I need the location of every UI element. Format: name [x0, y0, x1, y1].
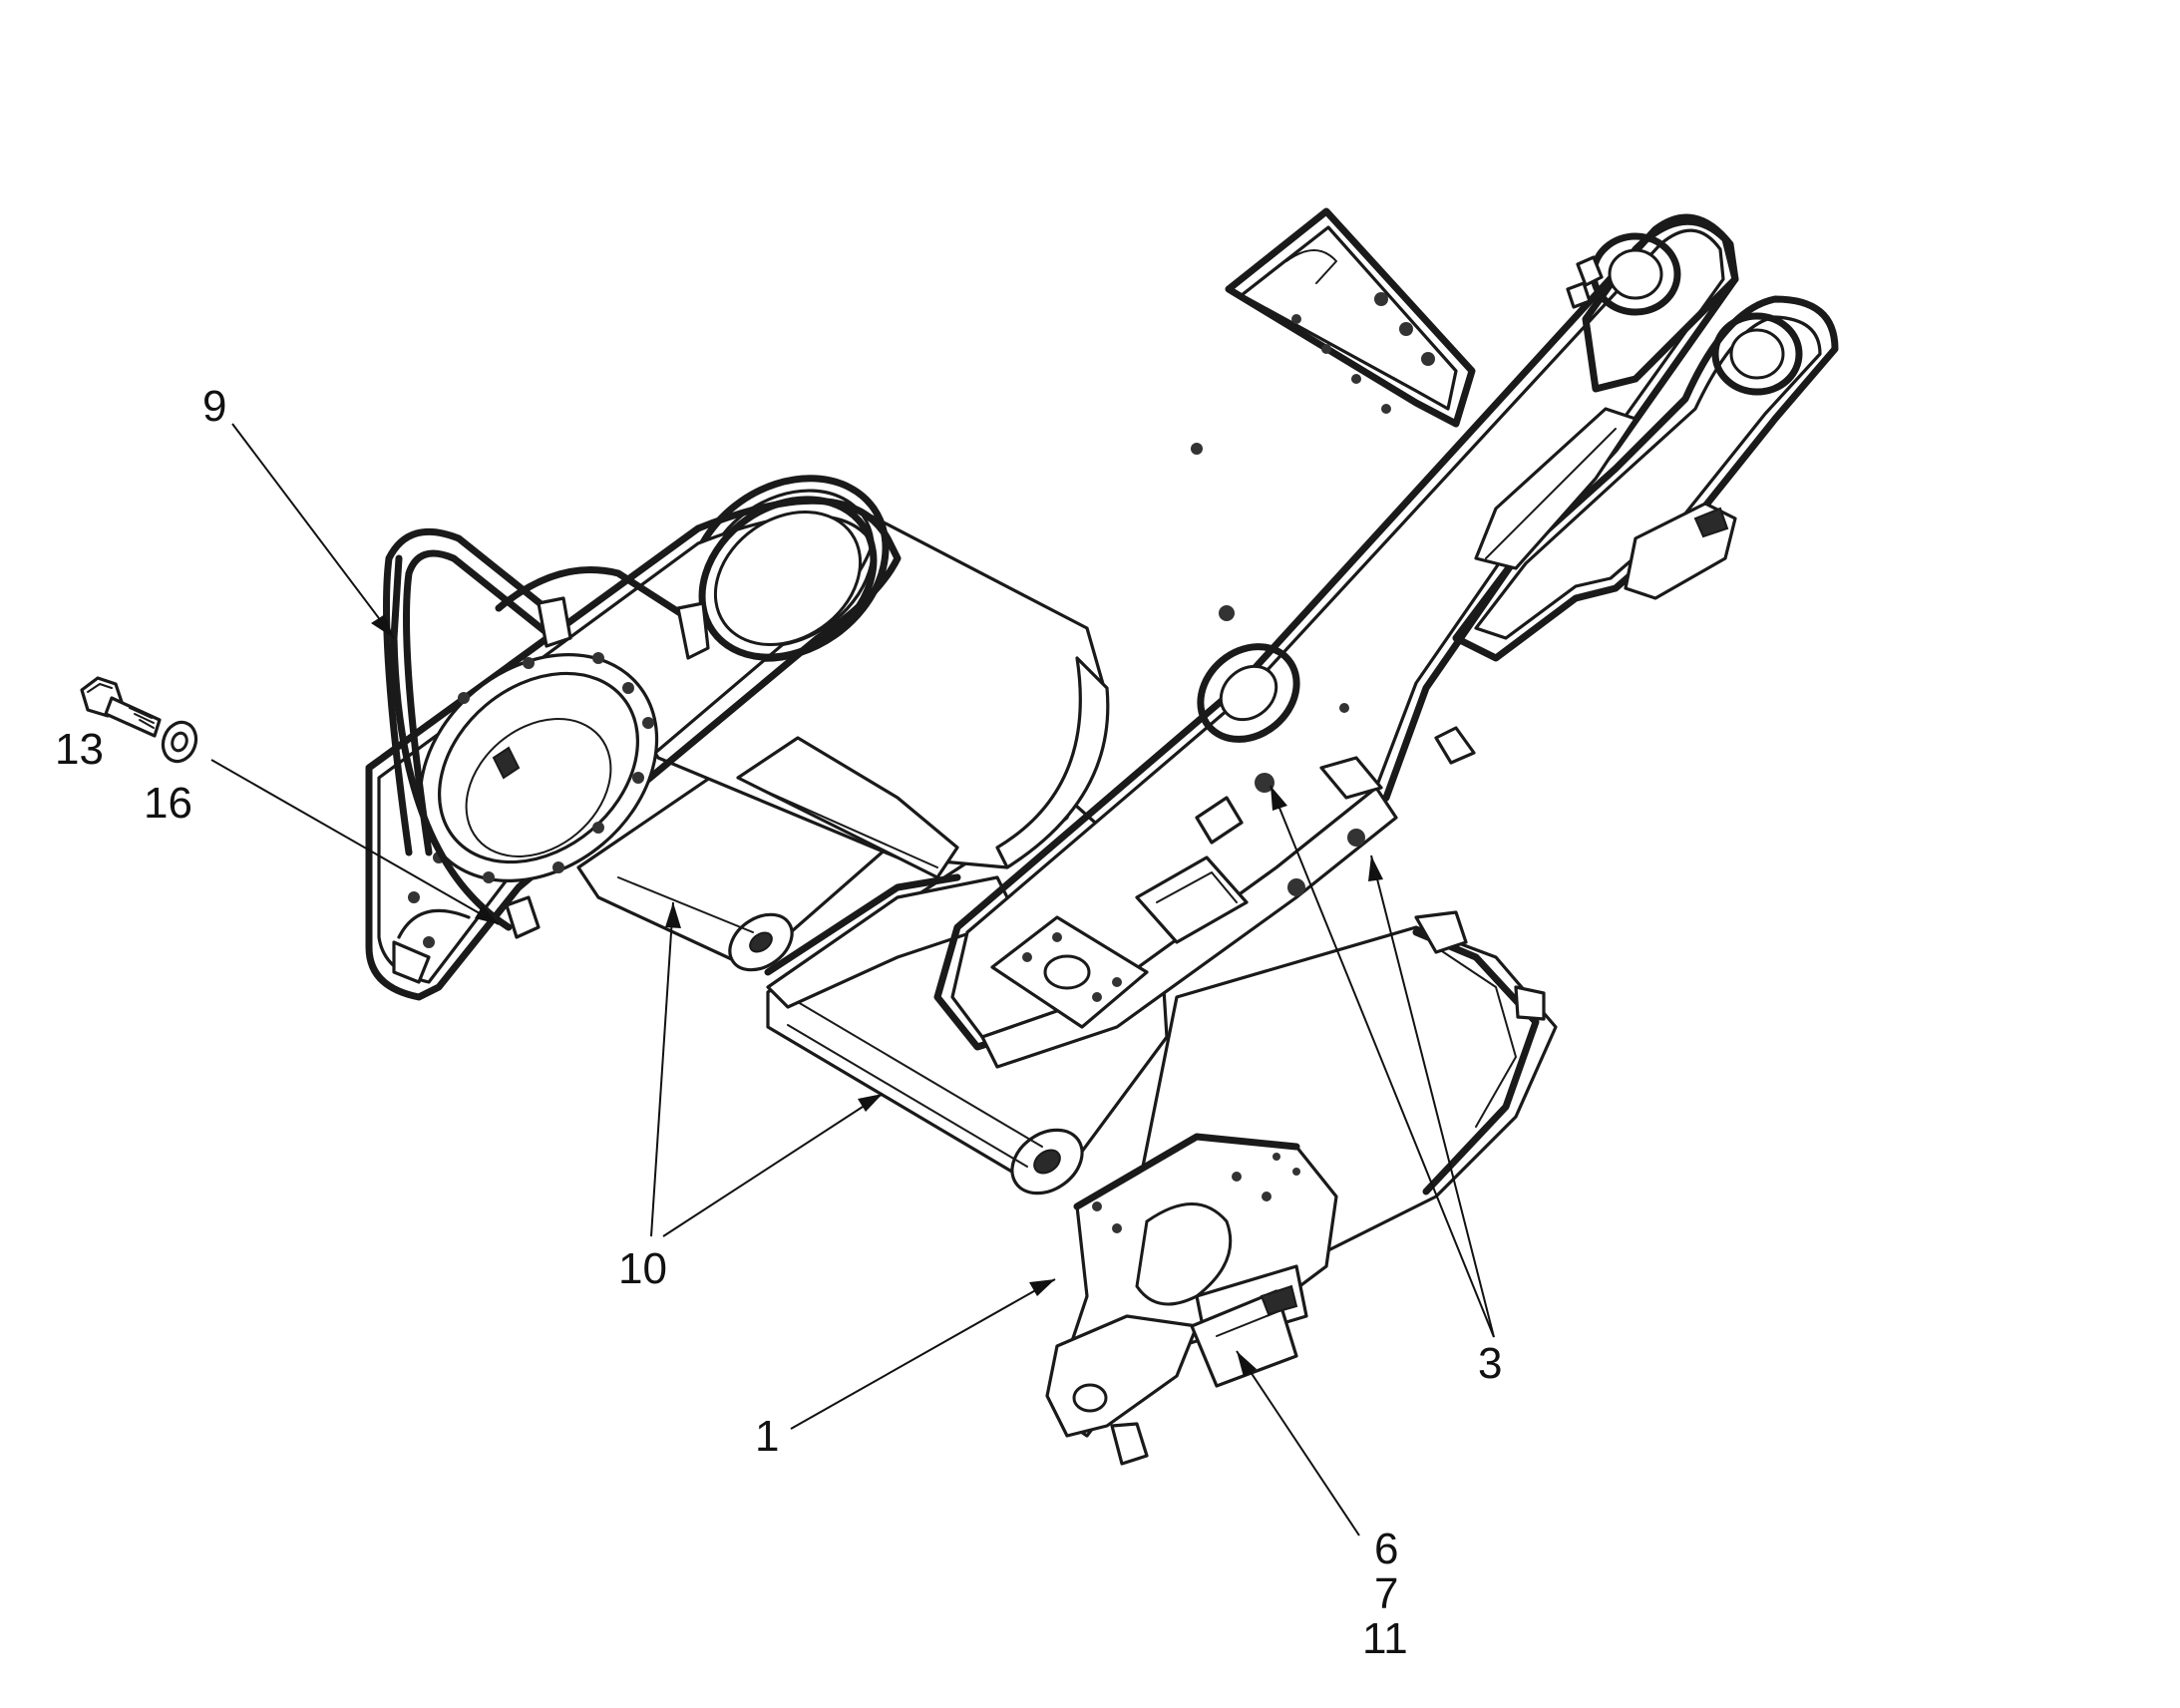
- leader-lines: [210, 423, 1495, 1537]
- arrowhead-3-b: [1368, 855, 1383, 881]
- front-mounting-plate: [365, 496, 902, 1001]
- leader-10-a: [650, 901, 674, 1237]
- callout-3: 3: [1478, 1339, 1502, 1388]
- callout-13: 13: [55, 725, 104, 774]
- leader-10-b: [662, 1093, 884, 1237]
- callout-16: 16: [144, 779, 192, 828]
- washer: [161, 720, 198, 764]
- main-frame-arm: [933, 213, 1739, 1069]
- grab-handle: [383, 527, 710, 939]
- arrowhead-16: [475, 905, 499, 924]
- bolt-hardware: [80, 676, 162, 738]
- leader-6-7-11: [1236, 1350, 1360, 1537]
- arrowhead-3-a: [1271, 786, 1287, 811]
- leader-9: [231, 423, 395, 639]
- arrowhead-10-a: [665, 902, 681, 928]
- arrowhead-10-b: [858, 1094, 883, 1112]
- lower-bracket: [1190, 1284, 1298, 1388]
- callout-10: 10: [618, 1244, 667, 1293]
- arrowhead-1: [1029, 1279, 1055, 1296]
- callout-1: 1: [755, 1412, 779, 1461]
- leader-3-b: [1370, 854, 1495, 1338]
- fork-arms: [1452, 217, 1839, 662]
- lower-front-plate: [1045, 1133, 1338, 1466]
- leader-16: [210, 759, 500, 925]
- rear-upper-bracket: [1225, 207, 1476, 428]
- leader-1: [790, 1278, 1056, 1430]
- arrowhead-9: [371, 614, 394, 638]
- frame-assembly-drawing: [365, 207, 1839, 1466]
- callout-labels: 9 13 16 10 1 3 6 7 11: [55, 382, 1502, 1663]
- arrowhead-6-7-11: [1237, 1351, 1257, 1377]
- callout-6: 6: [1374, 1525, 1398, 1573]
- inner-cross-member: [736, 736, 959, 879]
- callout-11: 11: [1362, 1614, 1408, 1663]
- callout-7: 7: [1374, 1569, 1398, 1618]
- callout-9: 9: [202, 382, 226, 431]
- leader-3-a: [1270, 785, 1495, 1338]
